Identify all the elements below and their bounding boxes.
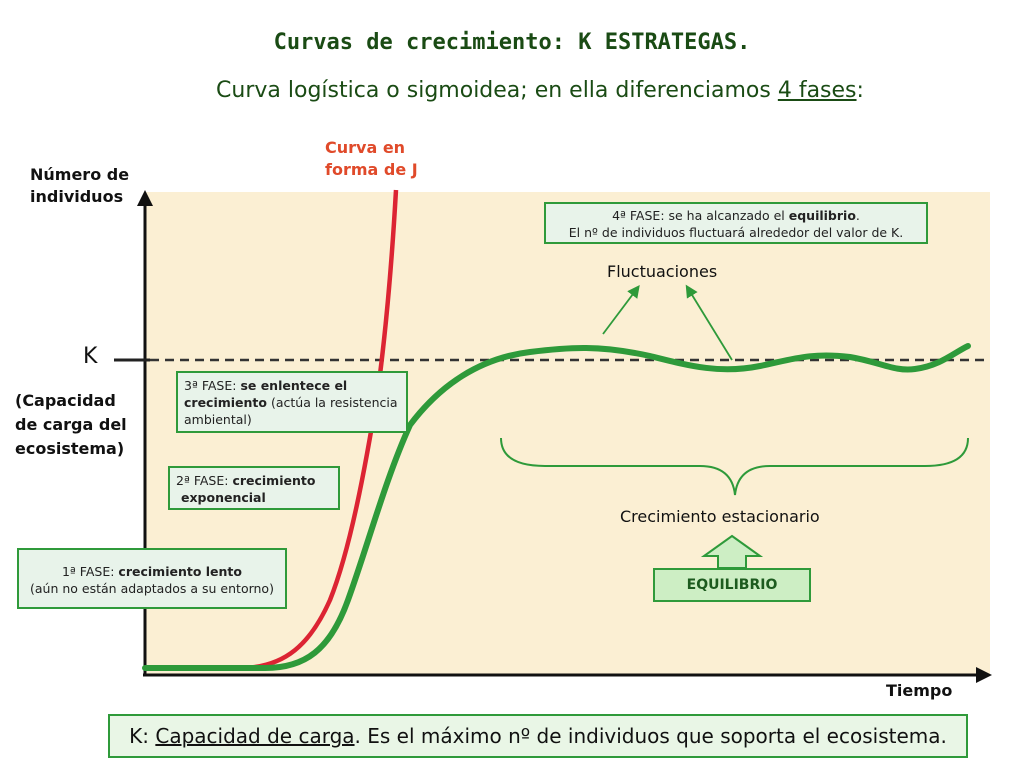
capacity-line1: (Capacidad: [15, 391, 116, 410]
j-curve-label-line2: forma de J: [325, 160, 418, 179]
subtitle-pre: Curva logística o sigmoidea; en ella dif…: [216, 78, 778, 103]
x-axis-arrow: [976, 667, 992, 683]
footer-underlined: Capacidad de carga: [155, 724, 355, 748]
phase-2-line1: 2ª FASE: crecimiento: [176, 472, 332, 489]
phase-3-rest: (actúa la resistencia: [267, 395, 398, 410]
phase-3-bold1: se enlentece el: [240, 378, 348, 393]
phase-4-box: 4ª FASE: se ha alcanzado el equilibrio. …: [544, 202, 928, 244]
phase-2-bold2: exponencial: [181, 490, 266, 505]
phase-4-line1: 4ª FASE: se ha alcanzado el equilibrio.: [550, 207, 922, 224]
fluct-arrow-left: [602, 284, 640, 335]
y-axis-label-line2: individuos: [30, 187, 124, 206]
phase-1-box: 1ª FASE: crecimiento lento (aún no están…: [17, 548, 287, 609]
phase-4-line2: El nº de individuos fluctuará alrededor …: [568, 225, 904, 240]
j-curve: [145, 189, 399, 671]
phase-3-box: 3ª FASE: se enlentece el crecimiento (ac…: [176, 371, 408, 433]
k-definition-box: K: Capacidad de carga. Es el máximo nº d…: [108, 714, 968, 758]
subtitle-underlined: 4 fases: [777, 78, 857, 103]
phase-2-line2: exponencial: [176, 489, 332, 506]
phase-3-line1: 3ª FASE: se enlentece el: [184, 377, 400, 394]
phase-3-line3: ambiental): [184, 412, 252, 427]
phase-3-bold2: crecimiento: [184, 395, 267, 410]
phase-2-box: 2ª FASE: crecimiento exponencial: [168, 466, 340, 510]
fluct-arrow-right: [685, 284, 733, 361]
j-curve-label: Curva en forma de J: [325, 137, 418, 181]
phase-3-pre: 3ª FASE:: [184, 378, 241, 393]
logistic-curve: [142, 343, 971, 671]
capacity-label: (Capacidad de carga del ecosistema): [15, 389, 127, 461]
phase-3-line2: crecimiento (actúa la resistencia: [184, 394, 400, 411]
equilibrium-box: EQUILIBRIO: [653, 568, 811, 602]
diagram-title: Curvas de crecimiento: K ESTRATEGAS.: [273, 30, 751, 55]
phase-1-bold: crecimiento lento: [118, 564, 242, 579]
stationary-label: Crecimiento estacionario: [620, 507, 820, 526]
phase-4-post: .: [855, 208, 860, 223]
phase-1-pre: 1ª FASE:: [61, 564, 119, 579]
phase-4-bold: equilibrio: [788, 208, 856, 223]
phase-4-pre: 4ª FASE: se ha alcanzado el: [612, 208, 789, 223]
x-axis-label: Tiempo: [886, 681, 953, 700]
fluctuations-label: Fluctuaciones: [607, 262, 718, 281]
stationary-brace: [500, 437, 969, 496]
capacity-line3: ecosistema): [15, 439, 125, 458]
y-axis-arrow: [137, 190, 153, 206]
y-axis-label-line1: Número de: [30, 165, 130, 184]
y-axis-label: Número de individuos: [30, 164, 129, 208]
footer-post: . Es el máximo nº de individuos que sopo…: [354, 724, 947, 748]
diagram-subtitle: Curva logística o sigmoidea; en ella dif…: [0, 78, 1024, 103]
footer-pre: K:: [129, 724, 156, 748]
phase-1-line1: 1ª FASE: crecimiento lento: [23, 563, 281, 580]
capacity-line2: de carga del: [15, 415, 127, 434]
phase-2-pre: 2ª FASE:: [176, 473, 233, 488]
j-curve-label-line1: Curva en: [325, 138, 406, 157]
k-label: K: [83, 344, 98, 369]
subtitle-post: :: [856, 78, 864, 103]
phase-1-line2: (aún no están adaptados a su entorno): [30, 581, 274, 596]
phase-2-bold1: crecimiento: [232, 473, 316, 488]
